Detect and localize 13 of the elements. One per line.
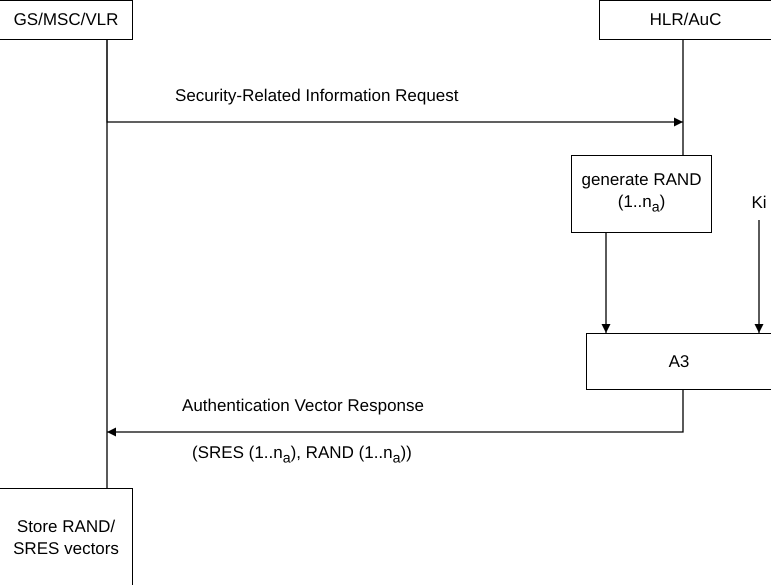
edge-label: Authentication Vector Response (182, 396, 424, 416)
process-box: Store RAND/ SRES vectors (0, 488, 133, 585)
arrow (106, 40, 683, 126)
arrow (107, 390, 684, 436)
process-box: HLR/AuC (599, 0, 771, 40)
arrow (754, 220, 764, 333)
process-box: GS/MSC/VLR (0, 0, 133, 40)
edge-label: Security-Related Information Request (175, 86, 458, 106)
key-label: Ki (746, 189, 771, 217)
lifeline (682, 40, 684, 155)
process-box: generate RAND (1..n$_{a}$) (571, 155, 712, 233)
process-box: A3 (586, 333, 771, 390)
arrow (602, 233, 610, 333)
